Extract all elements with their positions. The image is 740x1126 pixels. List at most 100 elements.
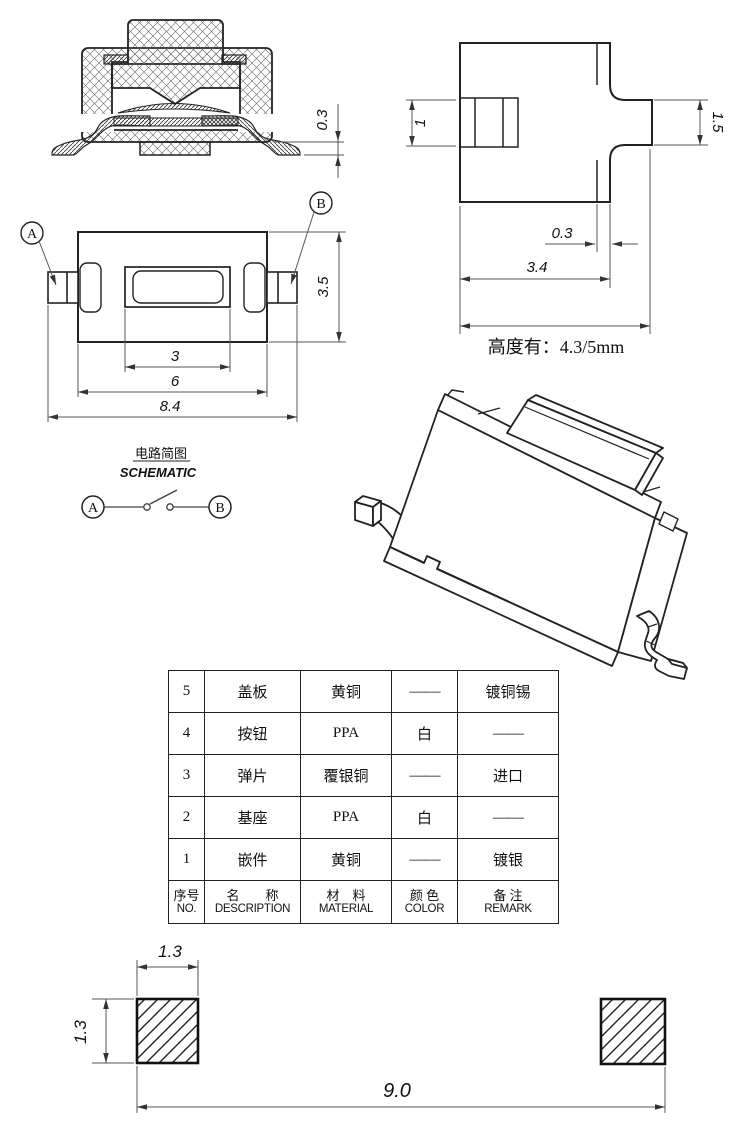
section-contact-plate xyxy=(113,117,239,127)
section-dim-standoff xyxy=(274,104,344,178)
section-button xyxy=(111,19,241,106)
footprint-dim-pad-h-label: 1.3 xyxy=(71,1020,90,1044)
bom-cell-mat: 黄铜 xyxy=(300,838,392,881)
bom-cell-desc: 按钮 xyxy=(204,712,301,755)
top-view: A B 3 6 8.4 3.5 xyxy=(20,191,346,422)
bom-row-5: 5 盖板 黄铜 —— 镀铜锡 xyxy=(168,670,559,713)
section-view: 0.3 xyxy=(51,19,344,178)
bom-cell-no: 3 xyxy=(168,754,205,797)
footprint-dim-pad-w xyxy=(136,960,199,996)
iso-button xyxy=(506,394,664,496)
balloon-a-circle xyxy=(20,221,44,245)
top-dim-body xyxy=(77,344,268,397)
schematic-title-en: SCHEMATIC xyxy=(120,465,197,480)
bom-cell-desc: 盖板 xyxy=(204,670,301,713)
bom-cell-color: 白 xyxy=(391,796,458,839)
bom-header-no: 序号 NO. xyxy=(168,880,205,924)
footprint-pad-right xyxy=(599,997,667,1066)
top-dim-button-label: 3 xyxy=(171,348,180,365)
top-dim-overall xyxy=(47,305,298,422)
bom-cell-mat: 黄铜 xyxy=(300,670,392,713)
section-dim-standoff-label: 0.3 xyxy=(314,109,331,131)
schematic-terminal-a: A xyxy=(88,501,99,516)
side-outline xyxy=(459,42,653,203)
bom-cell-remark: —— xyxy=(457,712,559,755)
bom-cell-remark: 镀铜锡 xyxy=(457,670,559,713)
side-view: 1 1.5 0.3 3.4 高度有：4.3/5mm xyxy=(406,42,726,357)
bom-cell-no: 1 xyxy=(168,838,205,881)
top-dim-width-label: 3.5 xyxy=(315,276,332,298)
bom-header-color-en: COLOR xyxy=(404,903,445,915)
bom-cell-color: —— xyxy=(391,754,458,797)
top-dim-body-label: 6 xyxy=(171,373,180,390)
iso-view xyxy=(354,389,688,680)
side-height-note: 高度有：4.3/5mm xyxy=(488,337,625,357)
iso-right-notch xyxy=(658,511,679,532)
balloon-b-circle xyxy=(309,191,333,215)
top-pockets xyxy=(79,262,266,313)
section-terminal-left xyxy=(51,115,151,156)
bom-cell-color: —— xyxy=(391,838,458,881)
side-dim-step xyxy=(545,204,638,288)
bom-header-desc: 名 称 DESCRIPTION xyxy=(204,880,301,924)
bom-cell-desc: 弹片 xyxy=(204,754,301,797)
balloon-b-leader xyxy=(290,211,315,285)
footprint-view: 1.3 1.3 9.0 xyxy=(71,942,667,1113)
section-boss xyxy=(139,141,211,156)
bom-cell-mat: PPA xyxy=(300,712,392,755)
iso-bottom-face xyxy=(383,546,619,667)
bom-header-mat-zh: 材 料 xyxy=(326,888,366,903)
bom-header-row: 序号 NO. 名 称 DESCRIPTION 材 料 MATERIAL 颜 色 … xyxy=(168,880,559,924)
side-dim-knob xyxy=(654,99,708,146)
side-dim-slot xyxy=(406,99,456,147)
bom-header-desc-en: DESCRIPTION xyxy=(214,903,291,915)
footprint-dim-span xyxy=(136,1066,666,1113)
bom-header-remark-en: REMARK xyxy=(484,903,532,915)
footprint-pad-left xyxy=(135,997,200,1065)
footprint-dim-pad-w-label: 1.3 xyxy=(158,942,182,961)
bom-header-mat: 材 料 MATERIAL xyxy=(300,880,392,924)
top-dim-button xyxy=(124,309,231,372)
bom-header-no-zh: 序号 xyxy=(173,888,200,903)
iso-seam-1 xyxy=(477,407,501,415)
side-dim-knob-label: 1.5 xyxy=(709,112,726,134)
side-details xyxy=(460,43,598,202)
bom-header-remark-zh: 备 注 xyxy=(493,888,523,903)
balloon-b-label: B xyxy=(316,197,325,212)
bom-header-no-en: NO. xyxy=(176,903,197,915)
bom-cell-no: 4 xyxy=(168,712,205,755)
bom-cell-remark: —— xyxy=(457,796,559,839)
bom-row-4: 4 按钮 PPA 白 —— xyxy=(168,712,559,755)
bom-header-color-zh: 颜 色 xyxy=(409,888,440,903)
side-dim-step-label: 0.3 xyxy=(552,225,574,242)
bom-cell-remark: 镀银 xyxy=(457,838,559,881)
side-dim-height xyxy=(460,149,651,334)
section-cover-tab-right xyxy=(221,54,247,65)
iso-terminal-right xyxy=(636,610,688,680)
bom-table: 5 盖板 黄铜 —— 镀铜锡 4 按钮 PPA 白 —— 3 弹片 覆银铜 ——… xyxy=(168,670,559,924)
bom-cell-desc: 基座 xyxy=(204,796,301,839)
side-dim-depth xyxy=(459,206,610,334)
bom-header-desc-zh: 名 称 xyxy=(226,888,279,903)
bom-row-1: 1 嵌件 黄铜 —— 镀银 xyxy=(168,838,559,881)
top-dim-width xyxy=(269,231,346,343)
section-dome xyxy=(117,103,231,114)
schematic-circuit xyxy=(81,489,232,519)
side-dim-depth-label: 3.4 xyxy=(527,259,548,276)
bom-header-remark: 备 注 REMARK xyxy=(457,880,559,924)
bom-cell-no: 5 xyxy=(168,670,205,713)
schematic-title-zh: 电路简图 xyxy=(135,446,187,461)
bom-row-3: 3 弹片 覆银铜 —— 进口 xyxy=(168,754,559,797)
iso-top-face xyxy=(437,393,662,519)
iso-top-notch xyxy=(446,389,465,397)
bom-header-color: 颜 色 COLOR xyxy=(391,880,458,924)
bom-cell-no: 2 xyxy=(168,796,205,839)
schematic-terminal-b: B xyxy=(215,501,224,516)
bom-cell-remark: 进口 xyxy=(457,754,559,797)
footprint-dim-pad-h xyxy=(92,998,134,1064)
bom-cell-mat: PPA xyxy=(300,796,392,839)
bom-cell-color: —— xyxy=(391,670,458,713)
bom-cell-mat: 覆银铜 xyxy=(300,754,392,797)
